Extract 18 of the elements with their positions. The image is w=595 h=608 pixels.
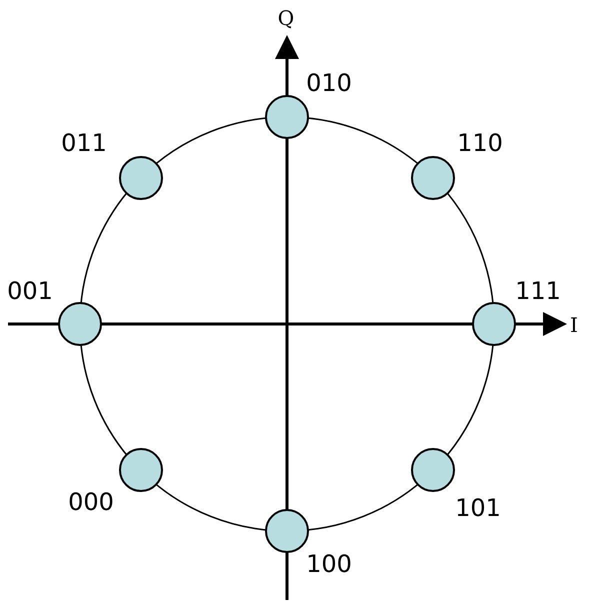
constellation-point: [58, 302, 102, 346]
constellation-point: [118, 156, 163, 200]
bit-label: 100: [306, 552, 352, 576]
bit-label: 110: [457, 131, 503, 155]
bit-label: 001: [7, 279, 53, 303]
constellation-point: [265, 95, 309, 139]
constellation-point: [472, 302, 516, 346]
bit-label: 010: [306, 71, 352, 95]
axis-label: I: [570, 315, 578, 335]
bit-label: 000: [68, 490, 114, 514]
bit-label: 011: [61, 131, 107, 155]
bit-label: 111: [515, 279, 561, 303]
constellation-point: [411, 448, 456, 492]
constellation-point: [118, 448, 163, 492]
axis-label: Q: [278, 8, 294, 28]
constellation-point: [265, 509, 309, 553]
constellation-point: [411, 156, 456, 200]
bit-label: 101: [455, 496, 501, 520]
